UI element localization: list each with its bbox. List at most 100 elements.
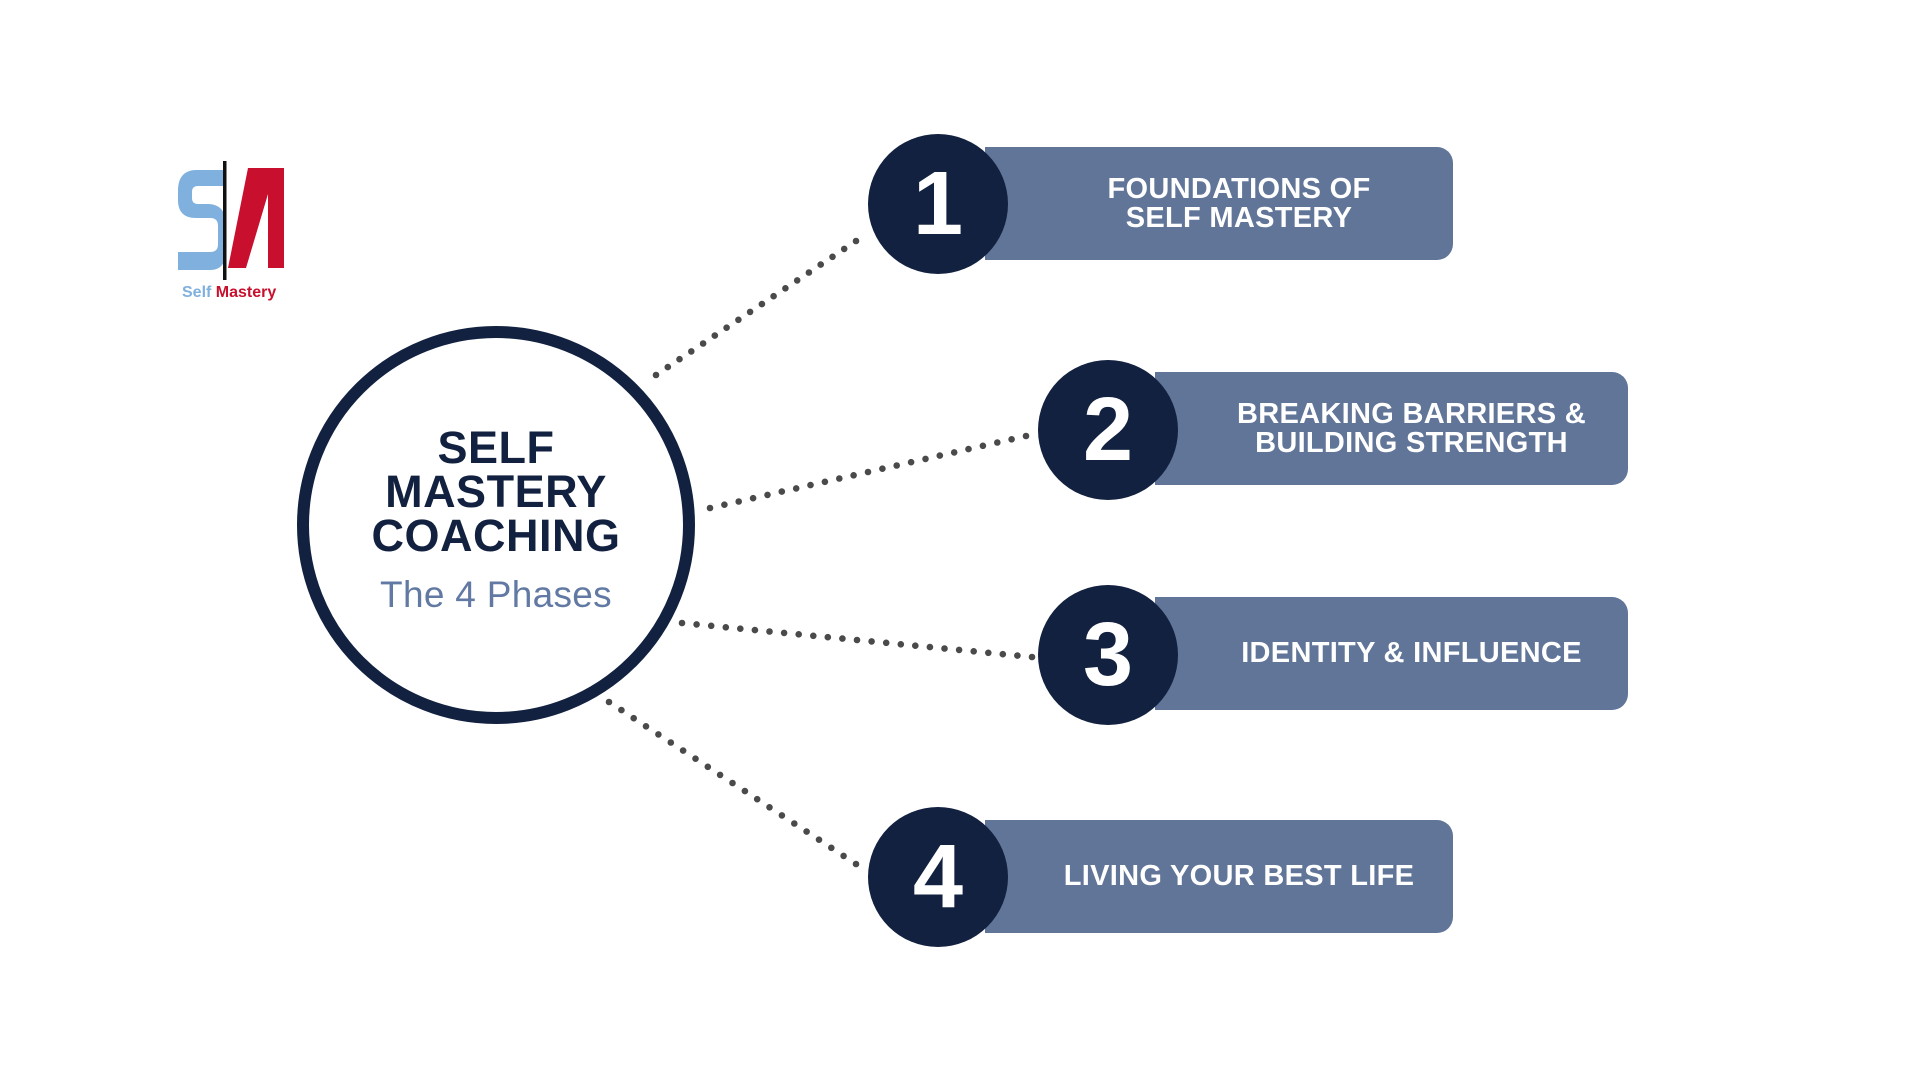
connector-dot <box>704 763 712 771</box>
connector-dot <box>807 481 814 489</box>
connector-dot <box>676 355 683 363</box>
connector-dot <box>706 504 714 512</box>
connector-dot <box>836 475 843 482</box>
connector-dot <box>792 485 800 492</box>
connector-dot <box>699 340 707 347</box>
connector-dot <box>778 488 786 495</box>
phase-label-line: IDENTITY & INFLUENCE <box>1241 637 1582 669</box>
logo-wordmark: Self Mastery <box>182 284 276 302</box>
connector-dot <box>840 852 847 860</box>
connector-dot <box>839 635 846 642</box>
logo-divider <box>223 161 227 280</box>
logo-m-shape <box>228 168 284 268</box>
connector-dot <box>652 371 660 379</box>
connector-dot <box>693 621 700 628</box>
connector-dot <box>741 787 749 795</box>
phase-number-badge: 4 <box>868 807 1008 947</box>
connector-dot <box>735 316 742 324</box>
connector-dot <box>793 277 801 284</box>
connector-dot <box>950 449 958 456</box>
phase-label-line: BREAKING BARRIERS & <box>1237 397 1586 430</box>
connector-dot <box>893 462 900 469</box>
phase-label-pill: LIVING YOUR BEST LIFE <box>985 820 1453 933</box>
connector-dot <box>618 706 625 714</box>
connector-dot <box>864 468 872 476</box>
connector-dot <box>907 458 915 466</box>
phase-label-line: BUILDING STRENGTH <box>1255 426 1568 459</box>
connector-dot <box>999 650 1007 658</box>
connector-dot <box>897 641 905 648</box>
logo-word-mastery: Mastery <box>215 284 277 301</box>
connector-dot <box>941 645 948 652</box>
connector-dot <box>737 625 744 632</box>
connector-dot <box>664 363 672 371</box>
connector-dot <box>803 828 810 835</box>
connector-dot <box>751 626 759 634</box>
connector-dot <box>824 633 832 641</box>
connector-dot <box>1022 432 1030 440</box>
connector-line-2 <box>706 432 1030 512</box>
connector-dot <box>716 771 724 779</box>
connector-line-3 <box>678 619 1036 661</box>
connector-dot <box>965 445 972 453</box>
connector-dot <box>879 465 886 473</box>
connector-dot <box>970 648 977 655</box>
connector-dot <box>810 632 817 640</box>
connector-dot <box>729 779 736 787</box>
phase-label-pill: FOUNDATIONS OF SELF MASTERY <box>985 147 1453 260</box>
phase-number-badge: 3 <box>1038 585 1178 725</box>
connector-dot <box>850 472 857 479</box>
connector-dot <box>678 619 686 627</box>
phase-number-badge: 1 <box>868 134 1008 274</box>
connector-dot <box>817 261 824 268</box>
hub-title-line: COACHING <box>371 510 621 561</box>
connector-dot <box>1028 653 1036 661</box>
hub-title: SELF MASTERY COACHING <box>371 422 621 561</box>
phase-label-line: SELF MASTERY <box>1125 201 1353 234</box>
connector-dot <box>707 622 715 630</box>
connector-dot <box>829 253 836 261</box>
connector-dot <box>1014 652 1021 659</box>
connector-dot <box>936 452 944 459</box>
connector-dot <box>766 628 773 635</box>
connector-dot <box>926 643 934 651</box>
center-hub-circle: SELF MASTERY COACHING The 4 Phases <box>297 326 695 724</box>
connector-dot <box>770 292 777 300</box>
connector-dot <box>868 638 875 645</box>
connector-dot <box>758 300 766 308</box>
connector-dot <box>955 646 963 654</box>
connector-dot <box>655 731 662 738</box>
connector-dot <box>753 795 761 803</box>
connector-dot <box>667 739 675 746</box>
connector-dot <box>688 348 695 355</box>
connector-dot <box>852 860 860 868</box>
connector-dot <box>766 804 773 811</box>
logo-s-shape <box>178 170 226 270</box>
logo: Self Mastery <box>176 158 296 308</box>
hub-title-line: SELF <box>437 422 555 473</box>
logo-mark-icon <box>178 161 284 280</box>
phase-label-line: LIVING YOUR BEST LIFE <box>1063 860 1415 892</box>
connector-dot <box>922 455 929 463</box>
connector-dot <box>882 639 890 647</box>
connector-line-1 <box>652 237 860 379</box>
connector-dot <box>722 624 730 631</box>
phase-number-badge: 2 <box>1038 360 1178 500</box>
connector-dot <box>815 836 823 843</box>
connector-dot <box>679 747 687 754</box>
connector-dot <box>994 439 1001 446</box>
connector-dot <box>642 723 650 730</box>
connector-dot <box>711 332 719 339</box>
connector-dot <box>723 324 730 332</box>
connector-dot <box>764 491 771 499</box>
connector-dot <box>692 755 699 762</box>
phase-label-pill: IDENTITY & INFLUENCE <box>1155 597 1628 710</box>
connector-dot <box>979 442 987 450</box>
connector-dot <box>782 285 789 292</box>
connector-dot <box>778 812 786 819</box>
logo-word-self: Self <box>182 284 212 301</box>
connector-dot <box>721 501 728 509</box>
connector-dot <box>746 308 754 316</box>
connector-dot <box>840 245 848 253</box>
